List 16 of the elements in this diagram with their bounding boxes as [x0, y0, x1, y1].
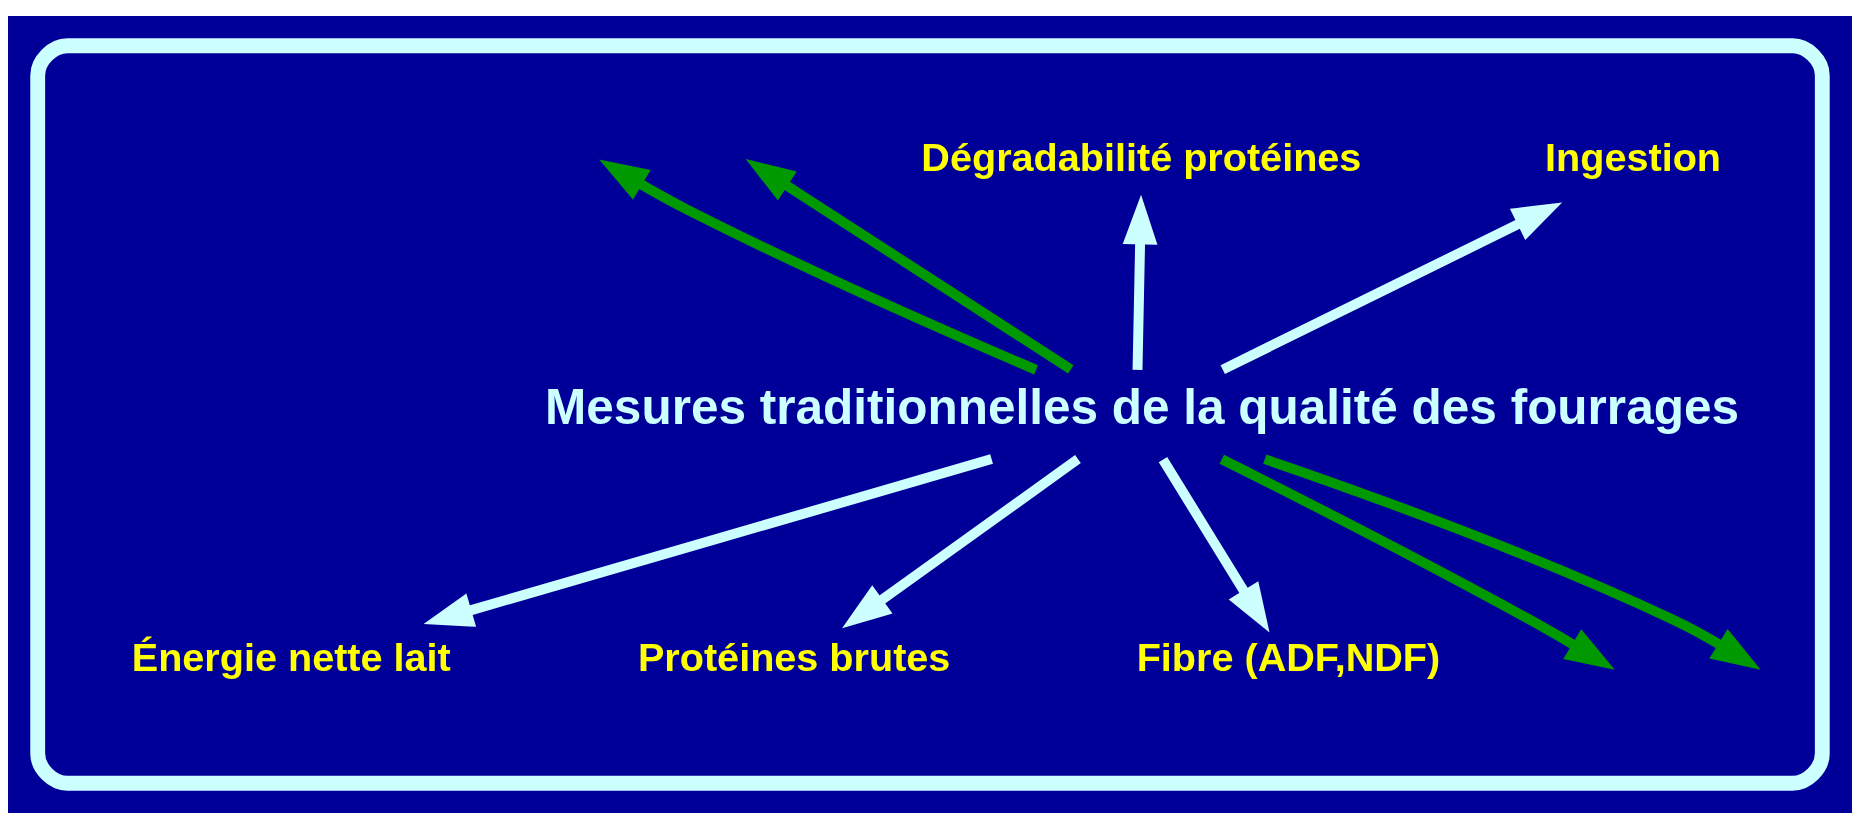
arrow	[599, 158, 1039, 374]
node-text: Fibre (ADF,NDF)	[1136, 634, 1441, 679]
arrow	[1220, 202, 1563, 374]
arrow	[1263, 453, 1761, 670]
node-text: Mesures traditionnelles de la qualité des fourrages	[545, 378, 1739, 434]
arrow	[1122, 194, 1158, 370]
node-text: Dégradabilité protéines	[921, 134, 1362, 179]
cluster	[30, 37, 1830, 791]
arrow	[423, 453, 993, 627]
arrow	[842, 454, 1081, 628]
arrow	[1158, 456, 1270, 633]
node-text: Énergie nette lait	[131, 634, 451, 679]
arrow	[745, 158, 1074, 374]
node-text: Ingestion	[1545, 134, 1722, 179]
node-text: Protéines brutes	[637, 634, 951, 679]
arrow	[1219, 454, 1615, 670]
